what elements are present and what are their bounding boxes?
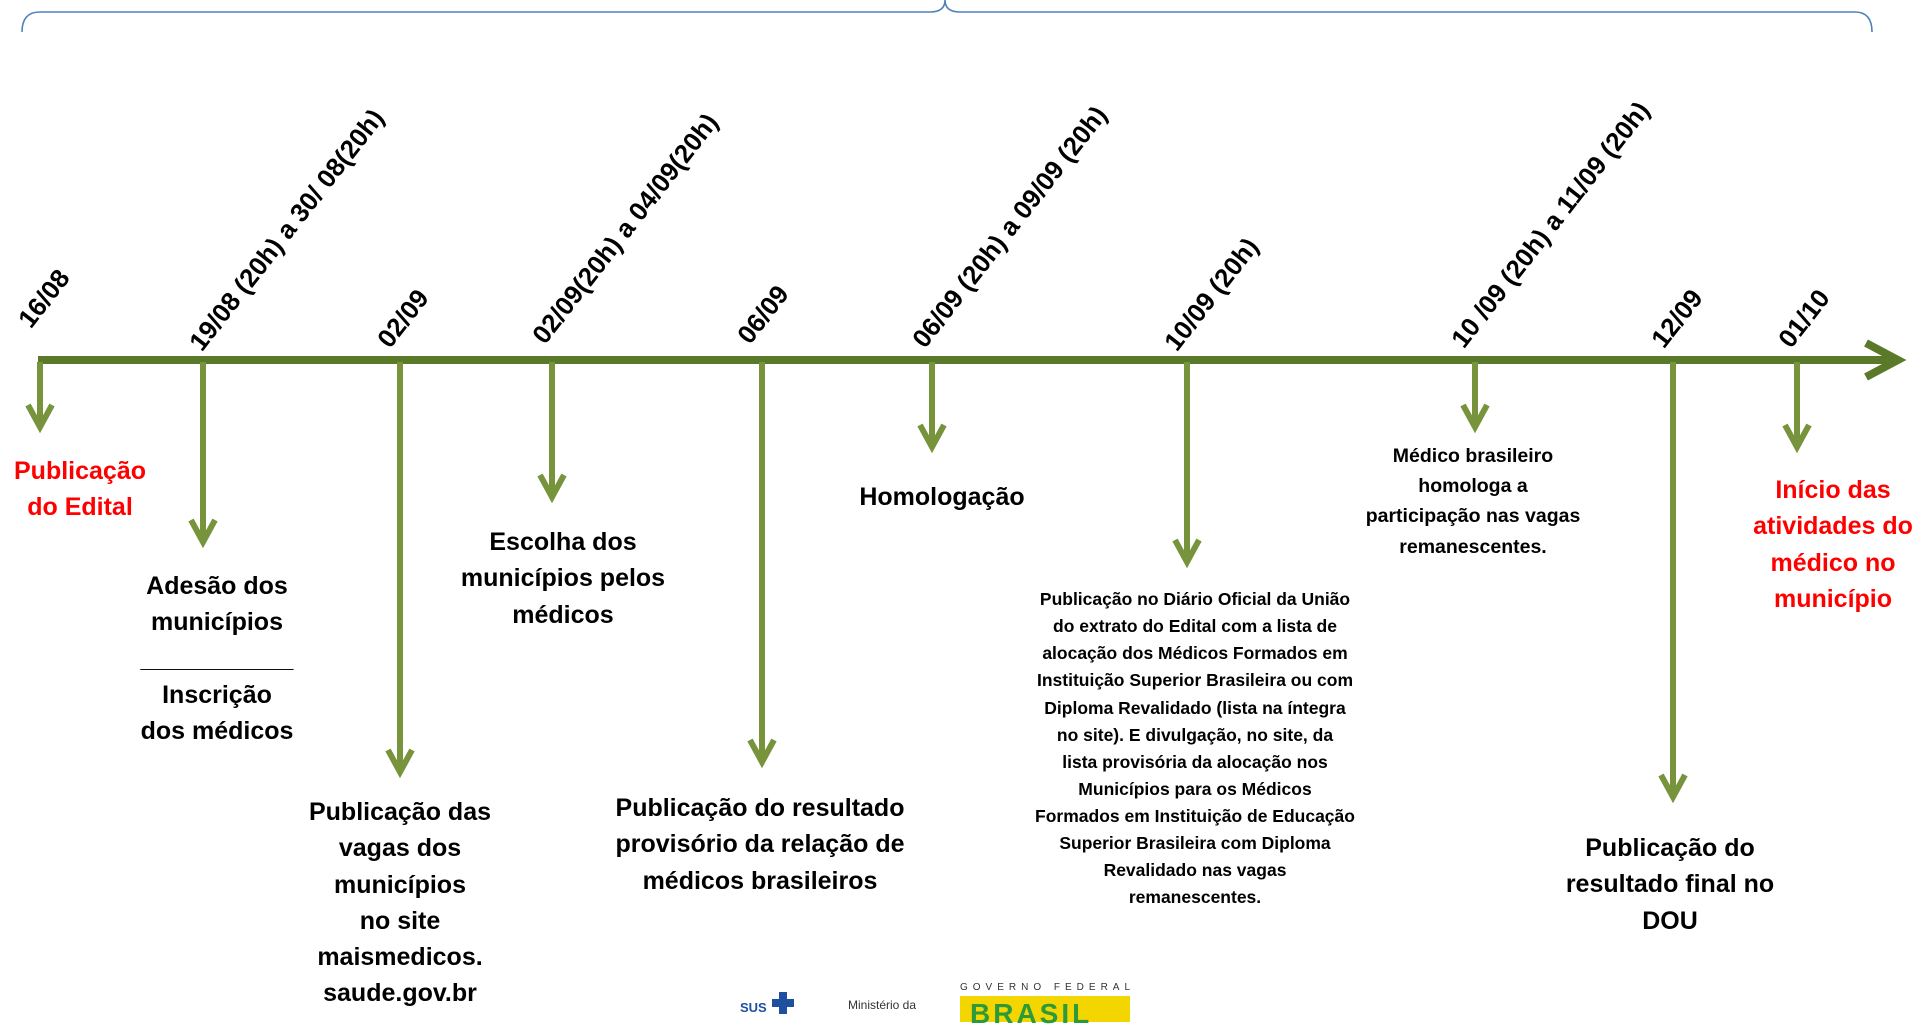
event-line: Médico brasileiro <box>1392 445 1554 467</box>
event-description: Início das atividades do médico no municípi… <box>1743 472 1915 617</box>
event-line: homologa a <box>1418 475 1528 498</box>
event-arrow-6 <box>917 362 947 454</box>
event-arrow-4 <box>537 362 567 504</box>
event-arrow-8 <box>1460 362 1490 434</box>
event-description: Adesão dos municípios ___________ Inscrição… <box>97 568 337 749</box>
event-line: saude.gov.br <box>323 979 477 1008</box>
sus-logo: SUS <box>740 1000 767 1015</box>
event-description: Médico brasileiro homologa a participação … <box>1323 441 1623 562</box>
event-description: Publicação do resultado provisório da rel… <box>590 790 930 899</box>
event-line: Inscrição <box>162 680 272 709</box>
timeline-arrowhead <box>1864 339 1907 381</box>
event-line: município <box>1773 584 1893 613</box>
top-brace <box>21 0 1873 33</box>
event-line: no site). E divulgação, no site, da <box>1056 724 1334 745</box>
event-line: do extrato do Edital com a lista de <box>1053 616 1337 637</box>
event-line: Publicação <box>14 457 146 485</box>
event-line: remanescentes. <box>1399 535 1547 558</box>
event-line: Revalidado nas vagas <box>1103 860 1287 881</box>
event-line: municípios <box>151 608 283 637</box>
event-arrow-9 <box>1658 362 1688 804</box>
event-arrow-7 <box>1172 362 1202 569</box>
government-label: GOVERNO FEDERAL <box>960 982 1136 993</box>
event-line: médicos brasileiros <box>642 866 878 895</box>
event-line: maismedicos. <box>317 943 483 971</box>
event-line: resultado final no <box>1565 870 1775 899</box>
event-description: Escolha dos municípios pelos médicos <box>433 524 693 633</box>
event-line: Formados em Instituição de Educação <box>1035 806 1355 826</box>
event-line: ___________ <box>140 644 294 673</box>
event-line: lista provisória da alocação nos <box>1062 751 1328 772</box>
event-line: Início das <box>1775 476 1891 504</box>
event-arrow-5 <box>747 362 777 769</box>
event-line: municípios pelos <box>460 564 666 593</box>
event-arrow-1 <box>25 362 55 434</box>
event-line: Escolha dos <box>489 528 637 556</box>
event-line: Diploma Revalidado (lista na íntegra <box>1044 697 1346 718</box>
event-line: vagas dos <box>338 834 462 863</box>
event-description: Publicação no Diário Oficial da União do … <box>990 586 1400 912</box>
event-line: Publicação do <box>1585 834 1755 862</box>
sus-cross-icon <box>772 992 794 1014</box>
event-description: Publicação do resultado final no DOU <box>1540 830 1800 939</box>
event-line: DOU <box>1642 906 1698 935</box>
event-line: Instituição Superior Brasileira ou com <box>1036 670 1354 691</box>
event-description: Publicação das vagas dos municípios no site… <box>280 794 520 1012</box>
event-line: Adesão dos <box>146 572 288 600</box>
event-line: Municípios para os Médicos <box>1078 778 1312 799</box>
event-line: Publicação no Diário Oficial da União <box>1039 589 1351 609</box>
event-line: dos médicos <box>140 717 294 745</box>
event-line: do Edital <box>27 493 133 522</box>
event-line: Homologação <box>859 483 1025 511</box>
event-arrow-3 <box>385 362 415 779</box>
brasil-logo: BRASIL <box>960 996 1130 1029</box>
event-arrow-2 <box>188 362 218 549</box>
event-line: atividades do <box>1753 512 1913 541</box>
event-line: provisório da relação de <box>615 830 905 859</box>
event-line: Publicação das <box>308 798 492 826</box>
event-line: médicos <box>512 600 614 629</box>
event-line: remanescentes. <box>1128 887 1262 908</box>
event-line: médico no <box>1770 548 1896 577</box>
event-arrow-10 <box>1782 362 1812 454</box>
event-line: participação nas vagas <box>1365 505 1581 528</box>
event-line: Superior Brasileira com Diploma <box>1059 833 1331 854</box>
event-description: Homologação <box>822 479 1062 515</box>
event-line: alocação dos Médicos Formados em <box>1042 643 1348 664</box>
ministry-label: Ministério da <box>848 998 917 1012</box>
event-line: no site <box>359 906 441 935</box>
event-description: Publicação do Edital <box>0 453 180 526</box>
event-line: municípios <box>334 870 466 899</box>
event-line: Publicação do resultado <box>615 794 905 822</box>
